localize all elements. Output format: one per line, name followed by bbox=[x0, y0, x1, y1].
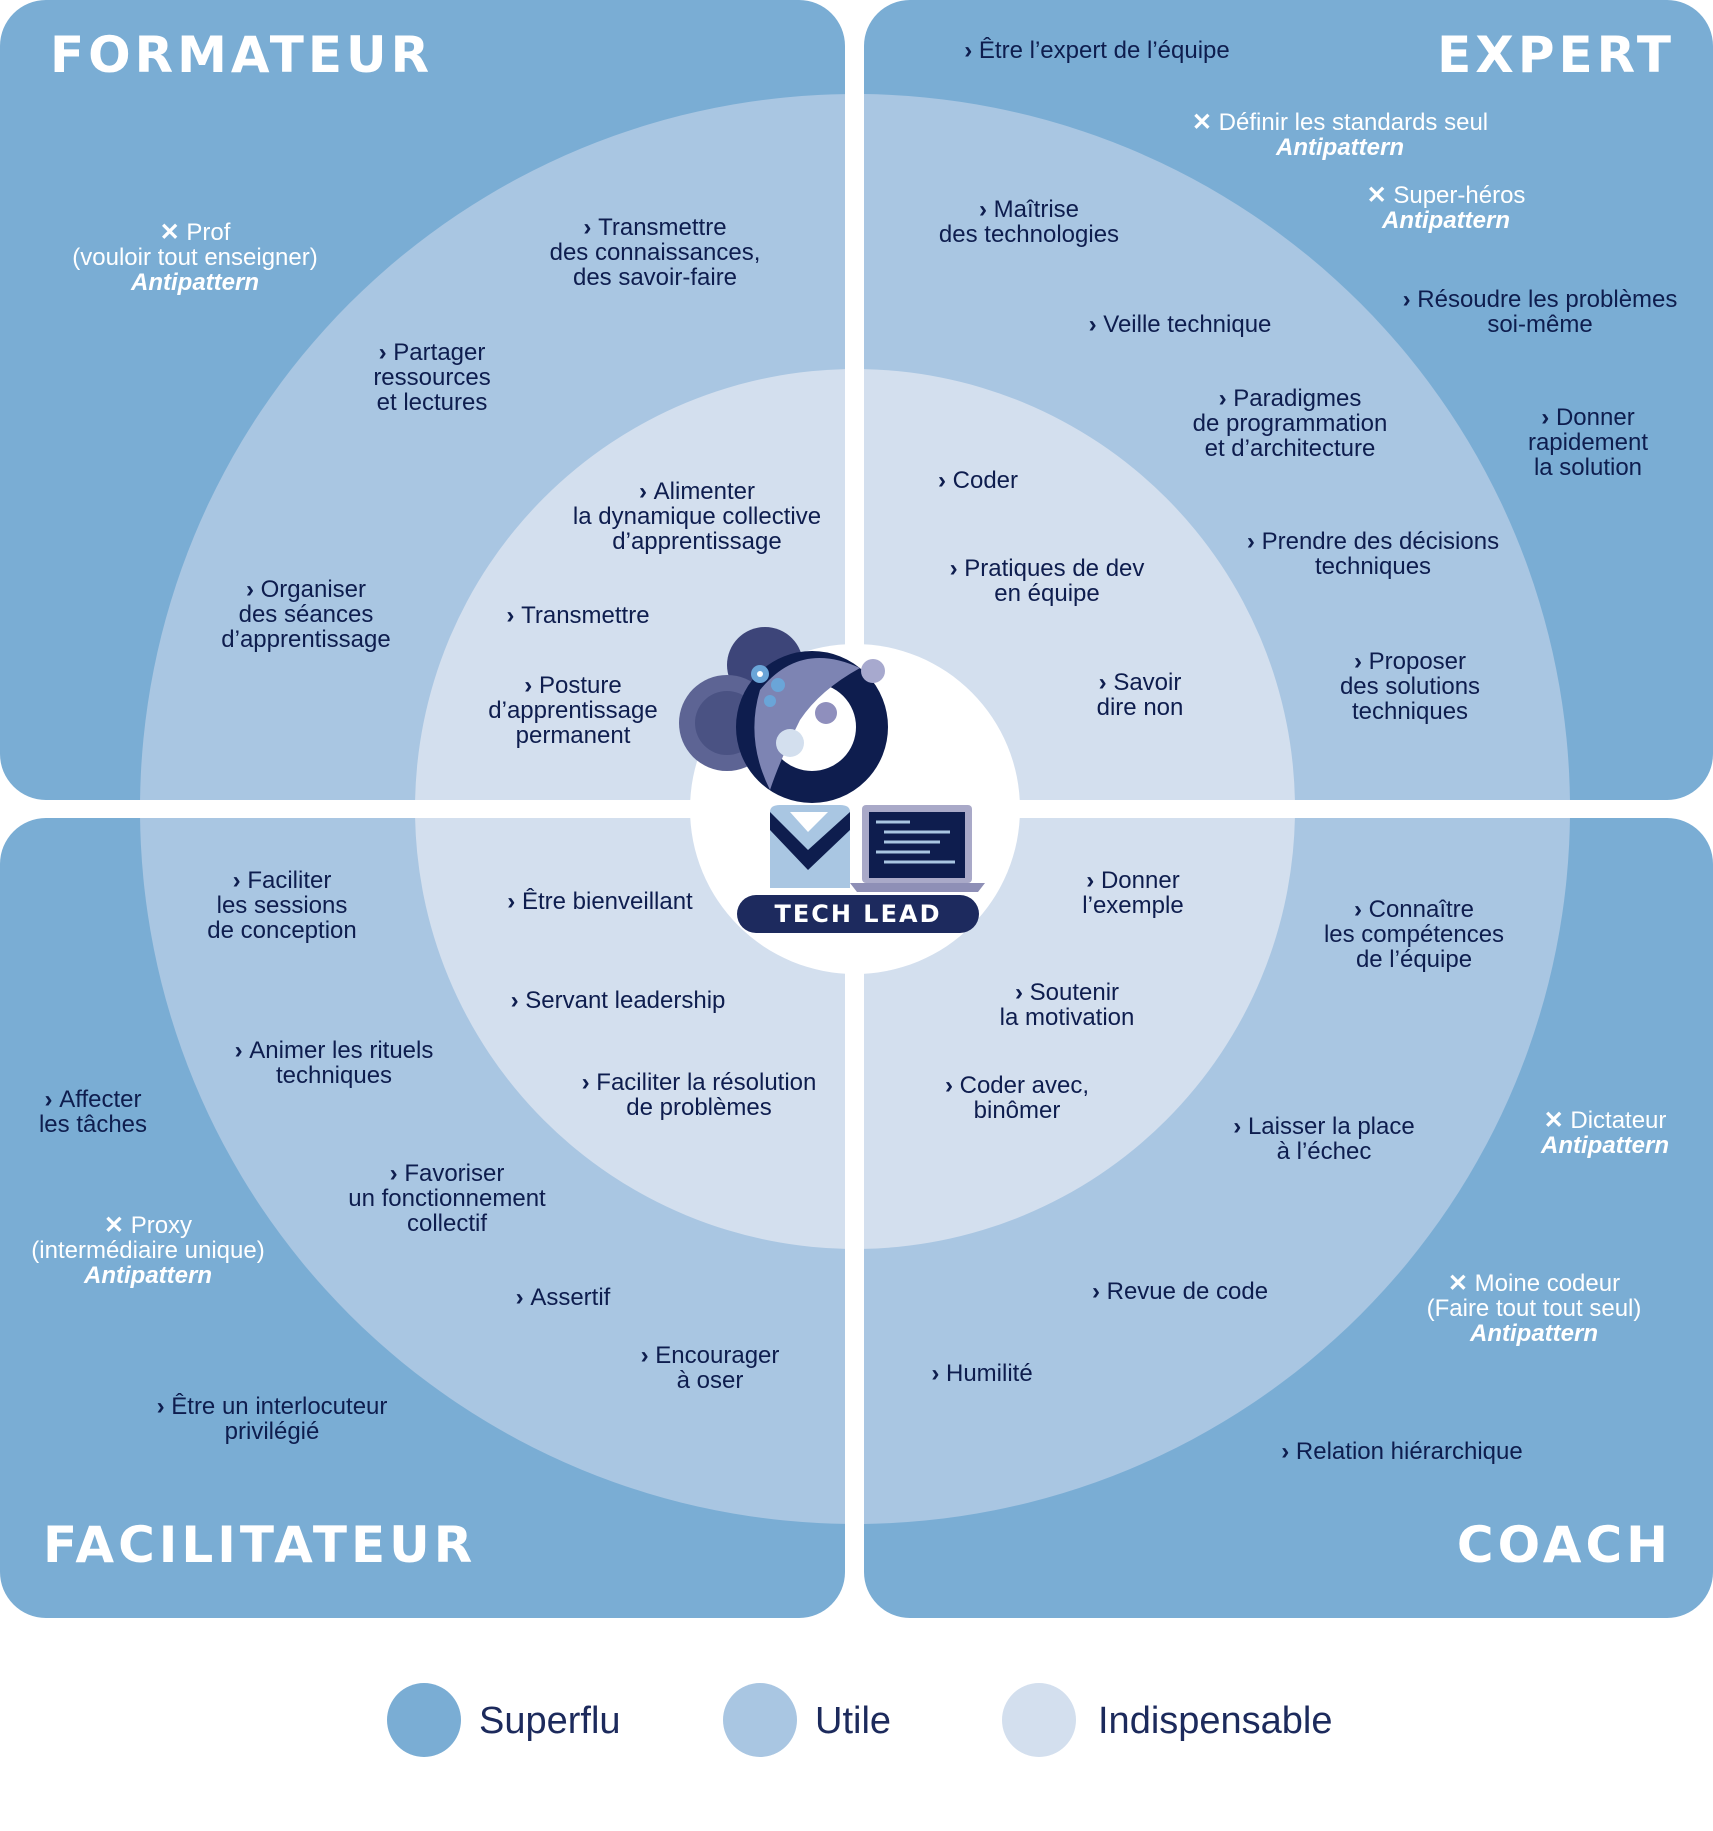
utile-ring bbox=[140, 818, 845, 1524]
formateur-item: › Transmettre bbox=[506, 602, 649, 629]
legend-swatch-superflu bbox=[387, 1683, 461, 1757]
legend-swatch-indispensable bbox=[1002, 1683, 1076, 1757]
indispensable-ring bbox=[415, 818, 845, 1249]
indispensable-ring bbox=[864, 818, 1295, 1249]
coach-item: › Relation hiérarchique bbox=[1281, 1438, 1522, 1465]
tech-lead-badge bbox=[737, 895, 979, 933]
title-coach: COACH bbox=[1457, 1516, 1672, 1574]
quadrant-expert bbox=[864, 0, 1713, 800]
indispensable-ring bbox=[415, 369, 845, 800]
utile-ring bbox=[140, 94, 845, 800]
title-expert: EXPERT bbox=[1437, 26, 1675, 84]
legend: Superflu Utile Indispensable bbox=[387, 1683, 1333, 1757]
expert-item: › Veille technique bbox=[1089, 311, 1272, 338]
facilitateur-item: › Être bienveillant bbox=[507, 888, 693, 915]
utile-ring bbox=[864, 818, 1570, 1524]
legend-swatch-utile bbox=[723, 1683, 797, 1757]
legend-label-superflu: Superflu bbox=[479, 1700, 621, 1742]
quadrant-formateur bbox=[0, 0, 845, 800]
coach-item-antipattern: ✕ Moine codeur(Faire tout tout seul)Anti… bbox=[1427, 1270, 1642, 1347]
utile-ring bbox=[864, 94, 1570, 800]
legend-label-utile: Utile bbox=[815, 1700, 891, 1742]
formateur-item-antipattern: ✕ Prof(vouloir tout enseigner)Antipatter… bbox=[72, 219, 317, 296]
coach-item: › Revue de code bbox=[1092, 1278, 1268, 1305]
title-formateur: FORMATEUR bbox=[50, 26, 433, 84]
facilitateur-item: › Servant leadership bbox=[511, 987, 726, 1014]
facilitateur-item-antipattern: ✕ Proxy(intermédiaire unique)Antipattern bbox=[31, 1212, 264, 1289]
facilitateur-item: › Assertif bbox=[516, 1284, 611, 1311]
tech-lead-avatar-icon bbox=[679, 627, 985, 892]
items-layer: ✕ Prof(vouloir tout enseigner)Antipatter… bbox=[31, 37, 1677, 1465]
tech-lead-label: TECH LEAD bbox=[774, 900, 941, 928]
indispensable-ring bbox=[864, 369, 1295, 800]
quadrant-facilitateur bbox=[0, 818, 845, 1618]
coach-item: › Humilité bbox=[931, 1360, 1032, 1387]
coach-item: › Coder avec,binômer bbox=[945, 1072, 1089, 1124]
title-facilitateur: FACILITATEUR bbox=[43, 1516, 476, 1574]
center-hub: TECH LEAD bbox=[679, 627, 1020, 974]
quadrant-coach bbox=[864, 818, 1713, 1618]
legend-label-indispensable: Indispensable bbox=[1098, 1700, 1333, 1742]
expert-item: › Coder bbox=[938, 467, 1018, 494]
expert-item: › Être l’expert de l’équipe bbox=[964, 37, 1230, 64]
